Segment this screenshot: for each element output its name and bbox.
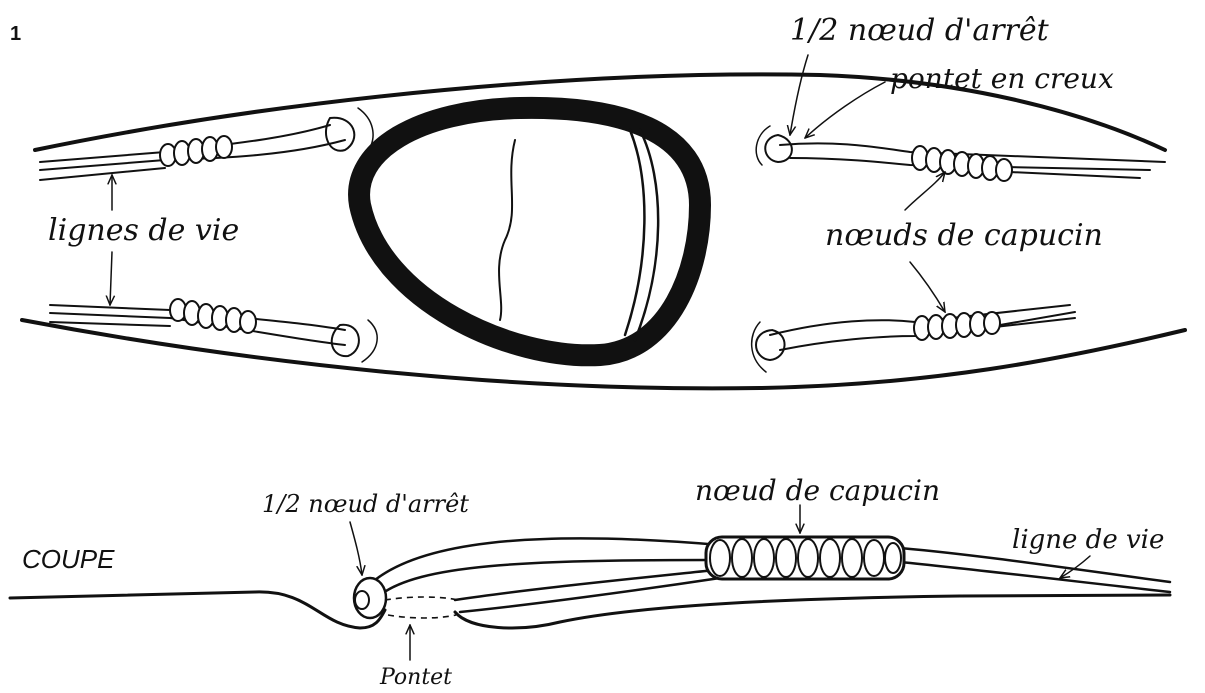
figure-number: 1 [10,23,21,45]
arrow-demi-noeud-top [790,55,808,135]
demi-noeud-section-inner [355,591,369,609]
label-ligne-de-vie: ligne de vie [1012,525,1164,555]
capucin-knot-upper-right [912,146,1012,181]
cockpit-coaming [359,108,700,355]
label-demi-noeud-arret-top: 1/2 nœud d'arrêt [790,13,1050,48]
label-pontet-en-creux: pontet en creux [890,62,1114,95]
deck-profile-left [10,592,385,628]
section-title: COUPE [22,544,115,574]
pontet-bottom [388,615,456,618]
arrow-ligne-de-vie-down [110,252,112,305]
arrow-pontet-en-creux [805,82,885,138]
label-noeud-de-capucin: nœud de capucin [695,474,940,507]
capucin-knot-section [706,537,904,579]
label-demi-noeud-arret-section: 1/2 nœud d'arrêt [262,490,469,518]
arrow-demi-noeud-section [350,522,362,575]
arrow-capucin-lower [910,262,945,312]
label-pontet: Pontet [379,665,452,690]
label-noeuds-de-capucin: nœuds de capucin [825,218,1103,253]
lifeline-upper-right [756,126,1165,181]
section-view: COUPE 1/2 nœud d'arr [10,474,1170,690]
capucin-knot-lower-left [170,299,256,333]
backrest-outer [625,130,644,335]
capucin-knot-lower-right [914,312,1000,340]
top-view: 1/2 nœud d'arrêt pontet en creux lignes … [22,13,1185,388]
pontet-top [385,597,458,600]
arrow-capucin-upper [905,172,945,210]
seat-line [499,140,515,320]
line-section-mid [380,560,710,595]
label-lignes-de-vie: lignes de vie [48,213,239,248]
capucin-knot-upper-left [160,136,232,166]
